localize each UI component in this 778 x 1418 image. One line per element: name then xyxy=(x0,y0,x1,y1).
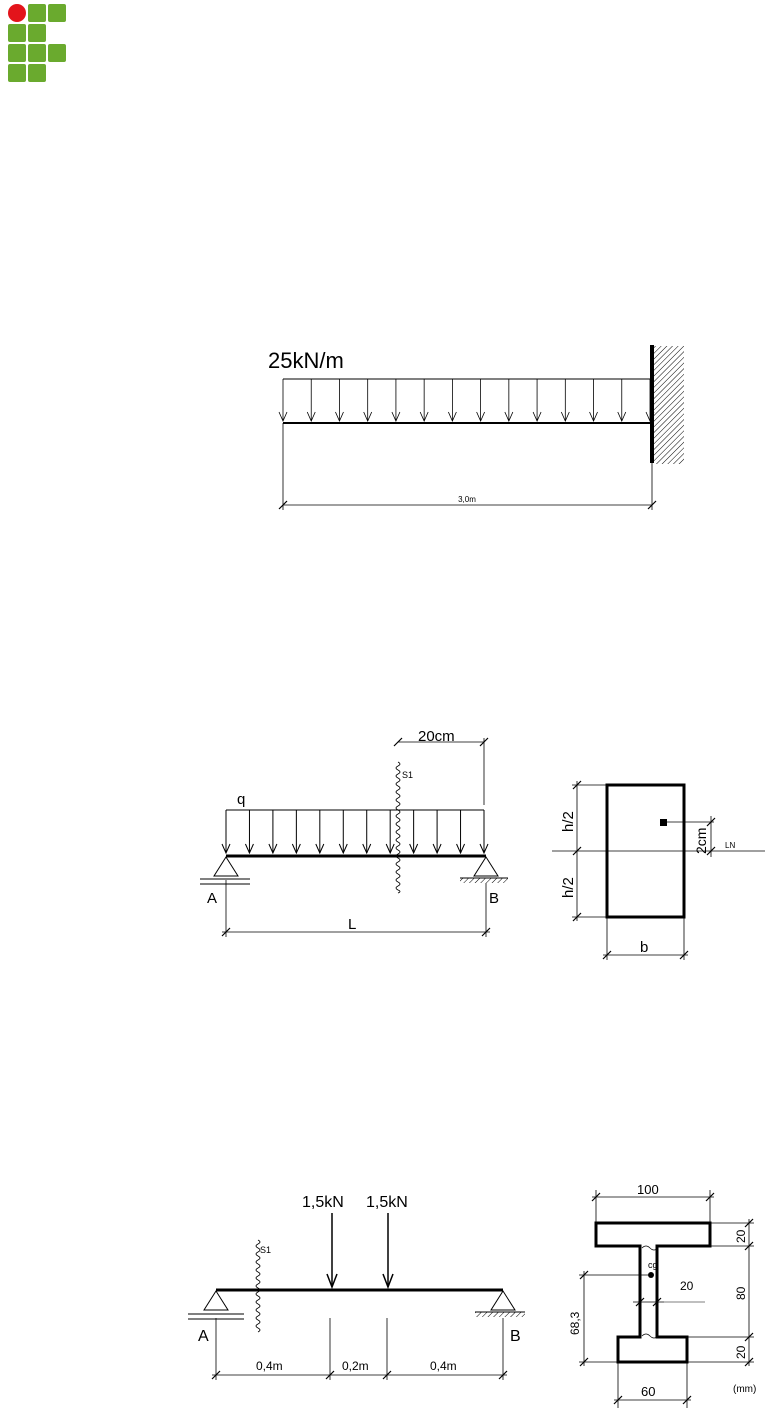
span-label: L xyxy=(348,916,356,933)
fixed-support-hatch xyxy=(654,346,684,464)
point-load-2-label: 1,5kN xyxy=(366,1194,408,1211)
section-cut-line xyxy=(396,762,400,893)
point-load-1-label: 1,5kN xyxy=(302,1194,344,1211)
support-a-label: A xyxy=(198,1328,209,1345)
logo-red-dot xyxy=(8,4,26,22)
logo-square xyxy=(28,24,46,42)
half-height-bottom-label: h/2 xyxy=(560,877,577,898)
roller-support-a xyxy=(204,1291,228,1310)
load-arrows xyxy=(222,810,488,853)
half-height-top-label: h/2 xyxy=(560,811,577,832)
section-label: S1 xyxy=(260,1245,271,1255)
width-label: b xyxy=(640,939,648,956)
top-flange-thickness-label: 20 xyxy=(734,1229,748,1243)
offset-label: 20cm xyxy=(418,728,455,745)
support-b-label: B xyxy=(510,1328,521,1345)
segment-2-label: 0,2m xyxy=(342,1359,369,1373)
top-flange-width-label: 100 xyxy=(637,1182,659,1197)
web-thickness-label: 20 xyxy=(680,1279,694,1293)
logo-square xyxy=(28,4,46,22)
load-arrows xyxy=(279,379,654,421)
logo-square xyxy=(8,24,26,42)
bottom-flange-thickness-label: 20 xyxy=(734,1345,748,1359)
logo-square xyxy=(48,44,66,62)
support-b-label: B xyxy=(489,890,499,907)
cantilever-beam-diagram: 25kN/m 3,0m xyxy=(0,330,778,520)
logo-square xyxy=(8,44,26,62)
pin-ground-hatch xyxy=(475,1312,525,1317)
distributed-load-label: 25kN/m xyxy=(268,348,344,373)
logo-square xyxy=(28,64,46,82)
simply-supported-beam-diagram: 20cm S1 q A B L LN 2cm h/2 h/2 b xyxy=(0,725,778,970)
units-label: (mm) xyxy=(733,1384,756,1395)
support-a-label: A xyxy=(207,890,217,907)
load-label: q xyxy=(237,791,245,808)
bottom-flange-width-label: 60 xyxy=(641,1384,655,1399)
section-label: S1 xyxy=(402,770,413,780)
point-load-beam-diagram: 1,5kN 1,5kN S1 A B 0,4m 0,2m 0,4m cg 100… xyxy=(0,1180,778,1415)
neutral-line-label: LN xyxy=(725,841,735,850)
logo-square xyxy=(48,4,66,22)
span-label: 3,0m xyxy=(458,495,476,504)
point-offset-label: 2cm xyxy=(693,828,709,854)
centroid-marker xyxy=(648,1272,654,1278)
pin-support-b xyxy=(491,1291,515,1310)
logo-square xyxy=(28,44,46,62)
roller-support-a xyxy=(214,857,238,876)
cg-distance-label: 68,3 xyxy=(568,1311,582,1335)
stress-point xyxy=(660,819,667,826)
institute-logo xyxy=(8,4,68,84)
segment-1-label: 0,4m xyxy=(256,1359,283,1373)
web-height-label: 80 xyxy=(734,1286,748,1300)
centroid-label: cg xyxy=(648,1260,658,1270)
pin-ground-hatch xyxy=(460,878,508,883)
pin-support-b xyxy=(474,857,498,876)
segment-3-label: 0,4m xyxy=(430,1359,457,1373)
logo-square xyxy=(8,64,26,82)
